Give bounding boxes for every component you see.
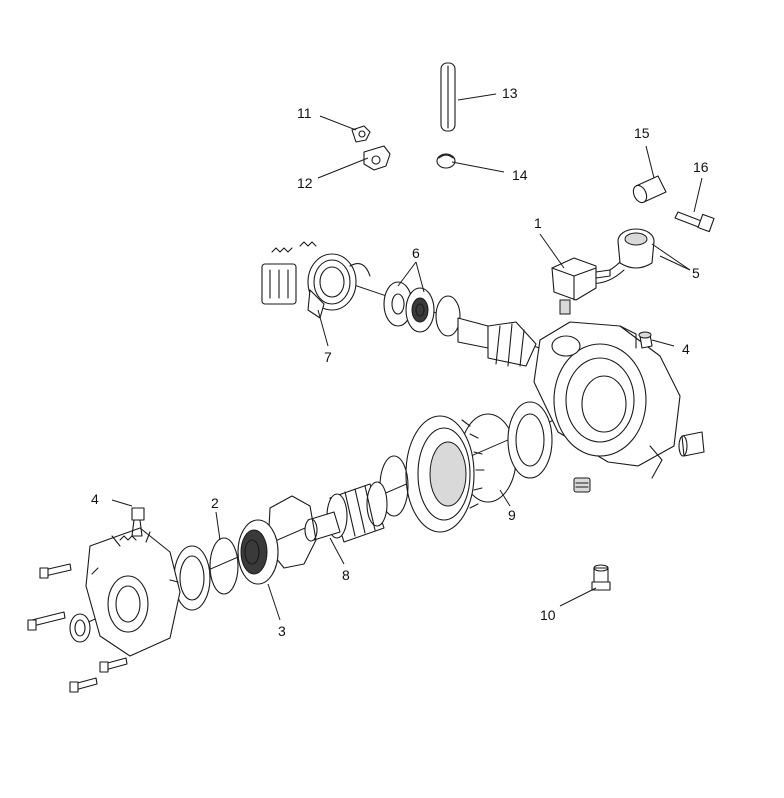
part-14-plug bbox=[436, 153, 456, 169]
input-pinion-shaft bbox=[435, 295, 537, 367]
part-2-seal bbox=[209, 537, 239, 595]
callout-10: 10 bbox=[540, 607, 556, 623]
bearing-sleeve bbox=[304, 511, 341, 542]
callout-13: 13 bbox=[502, 85, 518, 101]
part-4-breather-left bbox=[119, 507, 145, 541]
bearing-seal-ring bbox=[507, 401, 553, 479]
callout-6: 6 bbox=[412, 245, 420, 261]
callout-15: 15 bbox=[634, 125, 650, 141]
callout-4-right: 4 bbox=[682, 341, 690, 357]
part-7-spring-assembly bbox=[261, 241, 371, 319]
outer-seal-ring bbox=[173, 545, 211, 611]
part-1-sensor bbox=[551, 257, 611, 315]
part-3-hub-bearing bbox=[237, 519, 279, 585]
housing-drain-plug bbox=[573, 477, 591, 493]
part-6-washers bbox=[383, 281, 435, 333]
callout-1: 1 bbox=[534, 215, 542, 231]
part-15-bushing bbox=[632, 175, 667, 204]
callout-7: 7 bbox=[324, 349, 332, 365]
callout-5: 5 bbox=[692, 265, 700, 281]
callout-16: 16 bbox=[693, 159, 709, 175]
left-cover-housing bbox=[85, 527, 181, 657]
callout-14: 14 bbox=[512, 167, 528, 183]
callout-11: 11 bbox=[297, 105, 312, 121]
part-5-actuator bbox=[569, 228, 655, 284]
part-4-breather-right bbox=[638, 331, 653, 349]
callout-8: 8 bbox=[342, 567, 350, 583]
part-12-bracket bbox=[363, 145, 391, 171]
part-10-fill-plug bbox=[591, 564, 611, 591]
callout-12: 12 bbox=[297, 175, 313, 191]
callout-9: 9 bbox=[508, 507, 516, 523]
callout-leaders bbox=[111, 93, 703, 621]
gear-case-housing bbox=[533, 321, 705, 479]
callout-2: 2 bbox=[211, 495, 219, 511]
callout-3: 3 bbox=[278, 623, 286, 639]
callout-4-left: 4 bbox=[91, 491, 99, 507]
callout-labels: 1 2 3 4 4 5 6 7 8 9 10 11 12 13 14 15 16 bbox=[91, 85, 709, 639]
cover-oil-seal bbox=[69, 613, 91, 643]
ring-gear bbox=[405, 415, 485, 533]
part-11-screw bbox=[351, 125, 371, 143]
part-16-bolt bbox=[674, 211, 715, 233]
cover-bolts bbox=[27, 563, 128, 693]
part-13-pin bbox=[440, 62, 456, 132]
